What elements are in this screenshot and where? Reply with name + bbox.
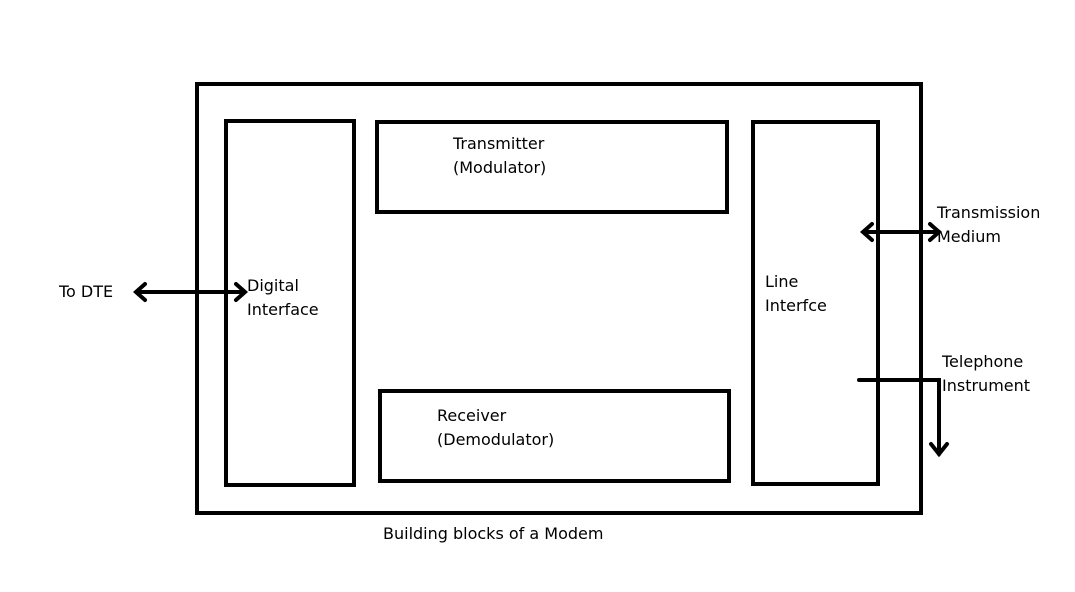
digital-interface-label-line1: Digital bbox=[247, 276, 299, 295]
receiver-label-line1: Receiver bbox=[437, 406, 507, 425]
telephone-label-line2: Instrument bbox=[942, 376, 1031, 395]
line-interface-block bbox=[751, 120, 880, 486]
receiver-label-line2: (Demodulator) bbox=[437, 430, 555, 449]
modem-outer-box bbox=[195, 82, 923, 515]
transmitter-block bbox=[375, 120, 729, 214]
digital-interface-block bbox=[224, 119, 356, 487]
medium-label-line2: Medium bbox=[937, 227, 1001, 246]
dte-double-arrow bbox=[132, 282, 249, 302]
diagram-caption: Building blocks of a Modem bbox=[383, 524, 604, 543]
medium-double-arrow bbox=[859, 222, 943, 242]
medium-label-line1: Transmission bbox=[937, 203, 1041, 222]
transmitter-label-line1: Transmitter bbox=[453, 134, 545, 153]
line-interface-label-line2: Interfce bbox=[765, 296, 827, 315]
line-interface-label-line1: Line bbox=[765, 272, 799, 291]
telephone-connector-arrow bbox=[857, 378, 949, 458]
receiver-block bbox=[378, 389, 731, 483]
dte-label: To DTE bbox=[59, 282, 114, 301]
telephone-label-line1: Telephone bbox=[942, 352, 1024, 371]
transmitter-label-line2: (Modulator) bbox=[453, 158, 547, 177]
digital-interface-label-line2: Interface bbox=[247, 300, 319, 319]
